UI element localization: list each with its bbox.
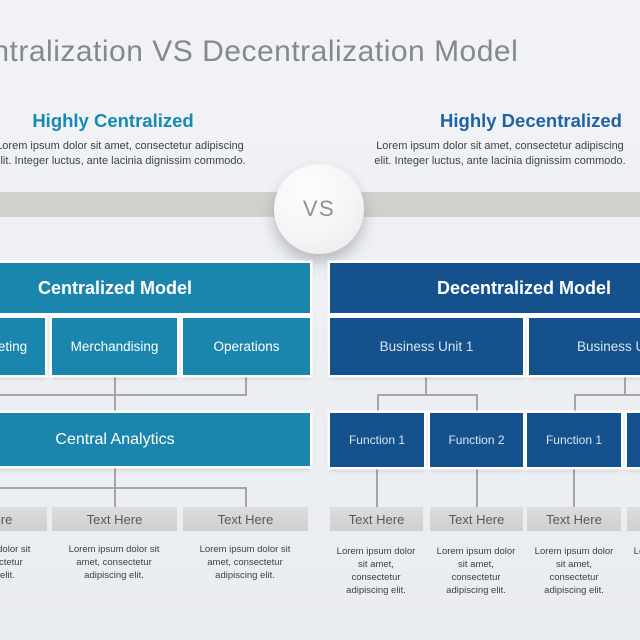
- text-here-box: Text Here: [430, 507, 523, 531]
- left-description-line: Lorem ipsum dolor sit amet, consectetur …: [0, 140, 244, 152]
- left-description-line: elit. Integer luctus, ante lacinia digni…: [0, 155, 246, 167]
- leaf-paragraph-line: consectetur: [351, 572, 401, 583]
- connector-line: [476, 395, 478, 413]
- leaf-paragraph-line: adipiscing elit.: [544, 585, 604, 596]
- leaf-paragraph-line: Lorem ipsum dolor: [633, 546, 640, 557]
- connector-line: [377, 395, 379, 413]
- vs-badge: VS: [274, 164, 364, 254]
- leaf-paragraph-line: sit amet,: [556, 559, 592, 570]
- page-title: Centralization VS Decentralization Model: [0, 35, 519, 68]
- connector-line: [425, 375, 427, 395]
- dept-box-merchandising: Merchandising: [52, 318, 177, 375]
- dept-box-operations: Operations: [183, 318, 310, 375]
- leaf-paragraph-line: adipiscing elit.: [346, 585, 406, 596]
- leaf-paragraph-line: Lorem ipsum dolor: [336, 546, 416, 557]
- function-box: Function 1: [527, 413, 621, 467]
- text-here-label: Text Here: [86, 511, 143, 527]
- leaf-paragraph-line: Lorem ipsum dolor sit: [68, 544, 160, 555]
- connector-line: [574, 395, 576, 413]
- leaf-paragraph-line: Lorem ipsum dolor: [534, 546, 614, 557]
- leaf-paragraph-line: consectetur: [451, 572, 501, 583]
- leaf-paragraph-line: sit amet,: [358, 559, 394, 570]
- business-unit-2-box: Business Unit 2: [529, 318, 640, 375]
- text-here-box: Text Here: [627, 507, 640, 531]
- left-heading: Highly Centralized: [32, 110, 194, 131]
- leaf-paragraph-line: amet, consectetur: [76, 557, 152, 568]
- business-unit-label: Business Unit 2: [577, 339, 640, 354]
- leaf-paragraph-line: Lorem ipsum dolor sit: [199, 544, 291, 555]
- connector-line: [0, 487, 247, 489]
- connector-line: [376, 467, 378, 508]
- text-here-box: Text Here: [330, 507, 423, 531]
- function-box: Function 2: [627, 413, 640, 467]
- central-analytics-label: Central Analytics: [55, 430, 175, 448]
- text-here-box: Text Here: [0, 507, 47, 531]
- leaf-paragraph-line: Lorem ipsum dolor: [436, 546, 516, 557]
- connector-line: [573, 467, 575, 508]
- centralized-model-header: Centralized Model: [37, 277, 193, 298]
- central-analytics-box: Central Analytics: [0, 413, 310, 466]
- connector-line: [624, 375, 626, 395]
- leaf-paragraph-line: consectetur: [549, 572, 599, 583]
- right-description-line: elit. Integer luctus, ante lacinia digni…: [374, 155, 626, 167]
- decentralized-model-header: Decentralized Model: [436, 277, 612, 298]
- function-box: Function 1: [330, 413, 424, 467]
- connector-line: [574, 394, 640, 396]
- leaf-paragraph-line: amet, consectetur: [207, 557, 283, 568]
- text-here-label: Text Here: [0, 511, 13, 527]
- text-here-box: Text Here: [52, 507, 177, 531]
- leaf-paragraph-line: adipiscing elit.: [84, 570, 144, 581]
- dept-label: Merchandising: [70, 339, 159, 354]
- right-heading: Highly Decentralized: [440, 110, 622, 131]
- business-unit-1-box: Business Unit 1: [330, 318, 523, 375]
- connector-line: [245, 488, 247, 508]
- vs-label: VS: [302, 196, 336, 221]
- leaf-paragraph-line: sit amet,: [458, 559, 494, 570]
- text-here-label: Text Here: [546, 511, 602, 527]
- function-box: Function 2: [430, 413, 523, 467]
- leaf-paragraph-line: amet, consectetur: [0, 557, 23, 568]
- text-here-label: Text Here: [448, 511, 505, 527]
- dept-box-marketing: Marketing: [0, 318, 45, 375]
- function-label: Function 1: [348, 433, 406, 447]
- dept-label: Operations: [213, 339, 280, 354]
- connector-line: [245, 376, 247, 395]
- dept-label: Marketing: [0, 339, 28, 354]
- text-here-box: Text Here: [527, 507, 621, 531]
- text-here-label: Text Here: [348, 511, 405, 527]
- connector-line: [476, 467, 478, 508]
- function-label: Function 1: [545, 433, 603, 447]
- leaf-paragraph-line: Lorem ipsum dolor sit: [0, 544, 31, 555]
- leaf-paragraph-line: adipiscing elit.: [215, 570, 275, 581]
- right-description-line: Lorem ipsum dolor sit amet, consectetur …: [376, 140, 624, 152]
- leaf-paragraph-line: adipiscing elit.: [0, 570, 15, 581]
- leaf-paragraph-line: adipiscing elit.: [446, 585, 506, 596]
- connector-line: [377, 394, 478, 396]
- text-here-box: Text Here: [183, 507, 308, 531]
- connector-line: [0, 394, 247, 396]
- function-label: Function 2: [448, 433, 505, 447]
- business-unit-label: Business Unit 1: [379, 339, 474, 354]
- text-here-label: Text Here: [217, 511, 274, 527]
